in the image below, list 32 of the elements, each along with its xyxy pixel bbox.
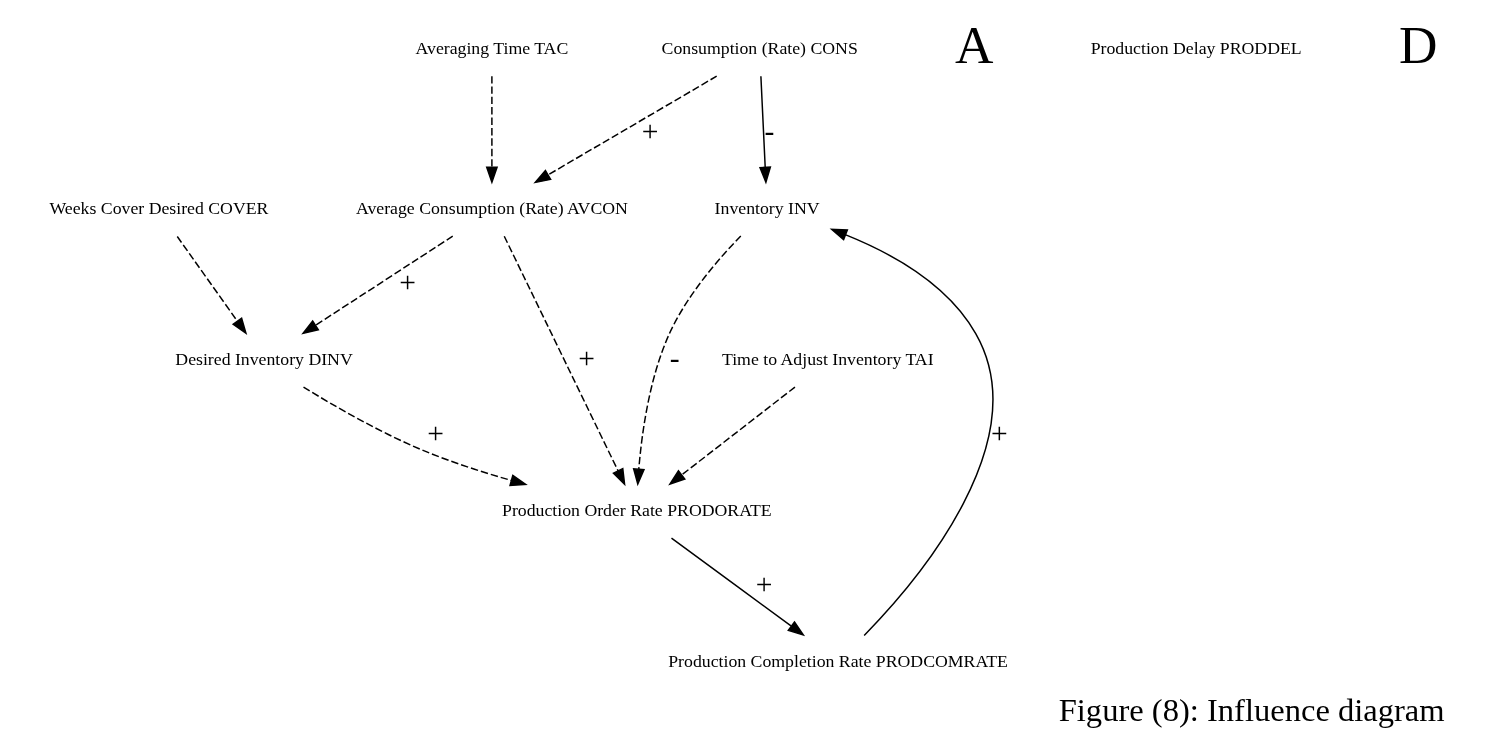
edge-label: + [578,341,595,374]
node-text: Time to Adjust Inventory TAI [721,348,934,369]
arrow [485,75,499,185]
arrow [668,386,796,486]
edge-label: + [991,417,1008,450]
edge-label: + [399,266,416,299]
arrow [632,235,742,487]
arrow [670,537,806,637]
node-text: Averaging Time TAC [415,38,569,59]
arrow [301,235,454,335]
arrow [503,235,626,487]
label: A [955,15,994,75]
arrow [758,75,772,185]
arrow [176,235,248,336]
arrow [829,228,994,637]
node-text: Weeks Cover Desired COVER [49,197,269,218]
arrow [302,386,528,487]
label: D [1398,15,1438,75]
node-text: Inventory INV [714,197,820,218]
node-text: Desired Inventory DINV [175,348,353,369]
edge-label: - [764,115,775,148]
caption: Figure (8): Influence diagram [1058,691,1445,728]
label: Production Delay PRODDEL [1090,38,1302,59]
edge-label: + [755,567,773,600]
arrow [533,75,718,184]
node-text: Production Order Rate PRODORATE [502,499,772,520]
node-text: Consumption (Rate) CONS [661,38,858,59]
node-text: Average Consumption (Rate) AVCON [355,197,628,218]
edge-label: + [641,115,659,148]
edge-label: - [669,341,680,374]
edge-label: + [427,417,445,450]
node-text: Production Completion Rate PRODCOMRATE [668,650,1008,671]
